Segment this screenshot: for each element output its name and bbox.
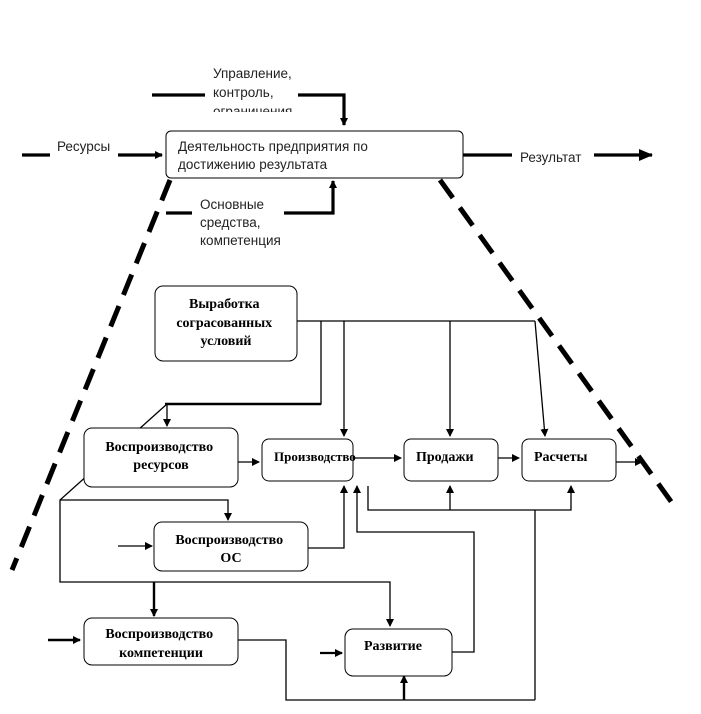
repro-competence-label: Воспроизводство компетенции bbox=[105, 627, 216, 661]
frame-to-os bbox=[60, 499, 232, 521]
production-box bbox=[261, 438, 354, 482]
settlements-box bbox=[521, 438, 617, 482]
competence-bottom-line bbox=[238, 639, 535, 701]
development-box bbox=[344, 628, 453, 677]
to-settlements-from-conditions bbox=[534, 320, 549, 437]
conditions-label: Выработка согрaсованных условий bbox=[176, 297, 275, 349]
repro-os-box bbox=[153, 521, 309, 572]
sales-label: Продажи bbox=[416, 450, 474, 465]
conditions-box bbox=[154, 285, 298, 362]
control-arrow bbox=[298, 93, 348, 126]
activity-label: Деятельность предприятия по достижению р… bbox=[178, 139, 372, 172]
control-label: Управление, контроль, ограничения bbox=[213, 66, 296, 119]
resources-label: Ресурсы bbox=[57, 139, 110, 154]
repro-resources-label: Воспроизводство ресурсов bbox=[105, 440, 216, 473]
repro-os-label: Воспроизводство ОС bbox=[175, 533, 286, 566]
production-label: Производство bbox=[274, 449, 356, 464]
assets-arrow bbox=[284, 180, 337, 215]
assets-label: Основные средства, компетенция bbox=[200, 197, 281, 248]
funnel-left-dashed-line bbox=[9, 179, 173, 571]
os-to-production bbox=[308, 485, 348, 549]
development-feedback-line bbox=[353, 485, 475, 653]
result-label: Результат bbox=[520, 150, 581, 165]
settlements-label: Расчеты bbox=[534, 450, 587, 465]
repro-resources-box bbox=[83, 427, 239, 488]
feedback-bus bbox=[367, 485, 575, 511]
sales-box bbox=[403, 438, 499, 482]
repro-competence-box bbox=[83, 617, 239, 666]
development-label: Развитие bbox=[364, 639, 422, 654]
